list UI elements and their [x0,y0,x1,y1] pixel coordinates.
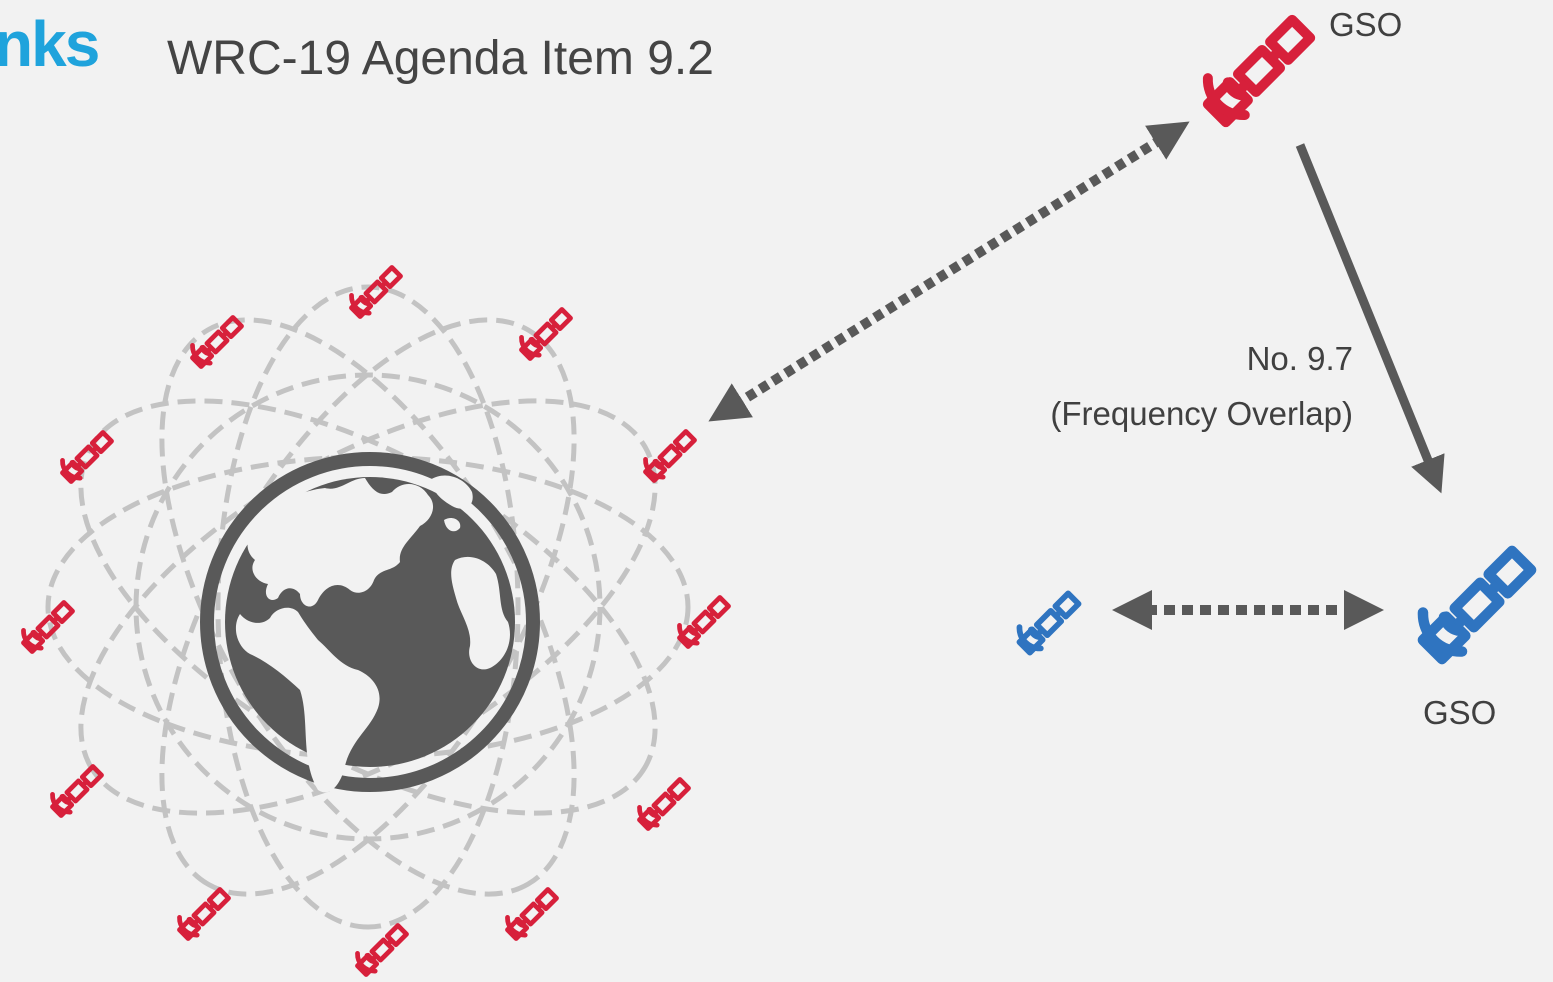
interference-link-arrow [708,121,1190,422]
rule-detail-label: (Frequency Overlap) [1050,395,1353,432]
gso-bottom-label: GSO [1423,694,1497,731]
gso-satellite-top-icon [1208,20,1310,122]
brand-logo-fragment: nks [0,8,100,80]
satellite-icon [357,925,406,974]
rule-label: No. 9.7 [1246,340,1353,377]
slide-title: WRC-19 Agenda Item 9.2 [167,32,714,85]
satellite-icon [639,779,688,828]
arrows [708,121,1445,630]
earth-station-satellite-icon [1019,593,1078,652]
gso-satellite-bottom-icon [1423,551,1531,659]
gso-top-label: GSO [1329,6,1403,43]
rule-9-7-arrow [1295,143,1445,494]
satellite-icon [645,431,694,480]
satellite-icon [62,432,111,481]
satellite-icon [179,889,228,938]
satellite-icon [521,309,570,358]
satellite-icon [507,889,556,938]
globe-icon [200,452,540,793]
